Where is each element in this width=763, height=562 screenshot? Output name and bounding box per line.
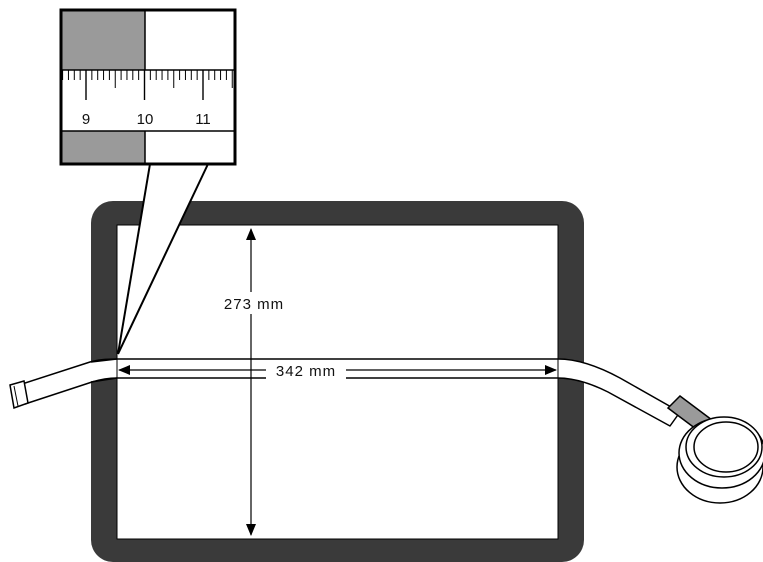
height-label: 273 mm <box>224 296 284 313</box>
tape-hook-icon <box>9 380 29 410</box>
ruler-tick-label-9: 9 <box>82 111 90 128</box>
ruler-ticks <box>62 70 233 100</box>
frame-inner <box>116 224 559 540</box>
height-dimension: 273 mm <box>214 228 294 536</box>
frame <box>91 201 584 562</box>
ruler-strip <box>61 70 235 131</box>
tape-measure-reel-icon <box>666 395 763 504</box>
ruler-tick-label-10: 10 <box>137 111 154 128</box>
width-dimension: 342 mm <box>118 361 557 380</box>
inset-shaded-bottom <box>61 131 145 164</box>
tape-blade <box>21 358 681 427</box>
reel-face <box>693 421 759 473</box>
width-label: 342 mm <box>276 363 336 380</box>
callout-pointer <box>117 163 209 355</box>
ruler-tick-label-11: 11 <box>195 111 211 128</box>
magnified-ruler-inset: 9 10 11 <box>59 8 237 166</box>
inset-border <box>59 8 237 166</box>
inset-shaded-top <box>61 10 145 70</box>
